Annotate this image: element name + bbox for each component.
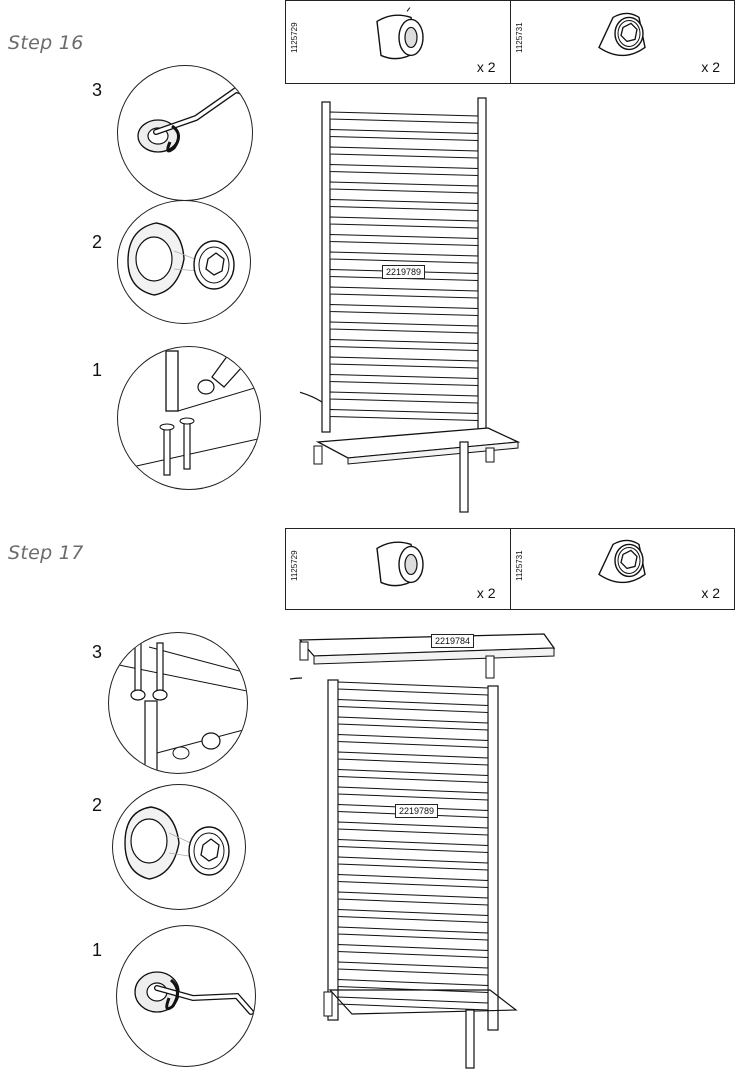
detail-circle-bolt-insertion	[108, 632, 248, 774]
cap-and-plug-icon	[124, 806, 230, 880]
slat	[337, 821, 489, 836]
slat	[337, 926, 489, 941]
detail-circle-allen-key	[116, 925, 256, 1067]
detail-circle-bolt-insertion	[117, 346, 261, 490]
slat	[329, 146, 479, 159]
hex-plug-icon	[587, 7, 657, 71]
part-qty: x 2	[476, 59, 496, 75]
slat	[329, 128, 479, 142]
frame-label-step-16: 2219789	[382, 265, 426, 279]
hex-plug-icon	[587, 534, 657, 598]
detail-circle-cap-and-plug	[112, 784, 246, 910]
part-cell-1125729: 1125729 x 2	[286, 529, 510, 609]
part-qty: x 2	[476, 585, 496, 601]
slat	[329, 181, 479, 194]
part-cell-1125731: 1125731 x 2	[509, 1, 735, 83]
detail-number: 3	[92, 80, 103, 100]
detail-circle-allen-key	[117, 65, 253, 201]
step-16-title: Step 16	[8, 32, 84, 54]
slat	[337, 698, 489, 714]
allen-key-icon	[134, 971, 254, 1015]
detail-number: 2	[92, 232, 103, 252]
detail-number: 3	[92, 642, 103, 662]
bolt-insertion-icon	[131, 350, 259, 476]
cap-nut-icon	[363, 534, 433, 598]
slatwall-frame-step-16	[300, 97, 521, 513]
slat	[337, 996, 489, 1011]
cap-and-plug-icon	[127, 222, 235, 296]
part-cell-1125731: 1125731 x 2	[509, 529, 735, 609]
slat	[337, 856, 489, 871]
slat	[329, 373, 479, 387]
slat	[337, 891, 489, 906]
slat	[337, 716, 489, 731]
part-code: 1125729	[290, 550, 299, 581]
slat	[329, 111, 479, 124]
detail-number: 2	[92, 795, 103, 815]
slat	[329, 163, 479, 177]
parts-box-step-17: 1125729 x 2 1125731 x 2	[285, 528, 735, 610]
slat	[337, 751, 489, 766]
part-code: 1125731	[514, 22, 524, 53]
slat	[329, 286, 479, 299]
slat	[337, 873, 489, 889]
part-code: 1125731	[514, 550, 524, 581]
bolt-insertion-icon	[109, 638, 247, 772]
slat	[337, 733, 489, 749]
slat	[337, 943, 489, 959]
slat	[337, 768, 489, 784]
parts-box-step-16: 1125729 x 2 1125731 x 2	[285, 0, 735, 84]
slat	[337, 681, 489, 696]
allen-key-icon	[137, 86, 251, 153]
slat	[329, 198, 479, 212]
part-code: 1125729	[290, 22, 299, 53]
slat	[337, 838, 489, 854]
top-shelf-label-step-17: 2219784	[431, 634, 475, 648]
cap-nut-icon	[363, 7, 433, 71]
slat	[337, 786, 489, 801]
part-qty: x 2	[701, 59, 720, 75]
slat	[329, 408, 479, 422]
slat	[329, 356, 479, 369]
slat	[329, 303, 479, 317]
slat	[329, 233, 479, 247]
frame-label-step-17: 2219789	[395, 804, 439, 818]
slat	[329, 338, 479, 352]
slat	[329, 321, 479, 334]
slat	[329, 251, 479, 264]
slat	[337, 978, 489, 994]
slat	[329, 391, 479, 404]
detail-circle-cap-and-plug	[117, 200, 251, 324]
detail-number: 1	[92, 360, 103, 380]
detail-number: 1	[92, 940, 103, 960]
slat	[337, 908, 489, 924]
part-qty: x 2	[701, 585, 720, 601]
step-17-title: Step 17	[8, 542, 84, 564]
slat	[329, 216, 479, 229]
slatwall-frame-step-17	[290, 633, 556, 1069]
part-cell-1125729: 1125729 x 2	[286, 1, 510, 83]
slat	[337, 961, 489, 976]
